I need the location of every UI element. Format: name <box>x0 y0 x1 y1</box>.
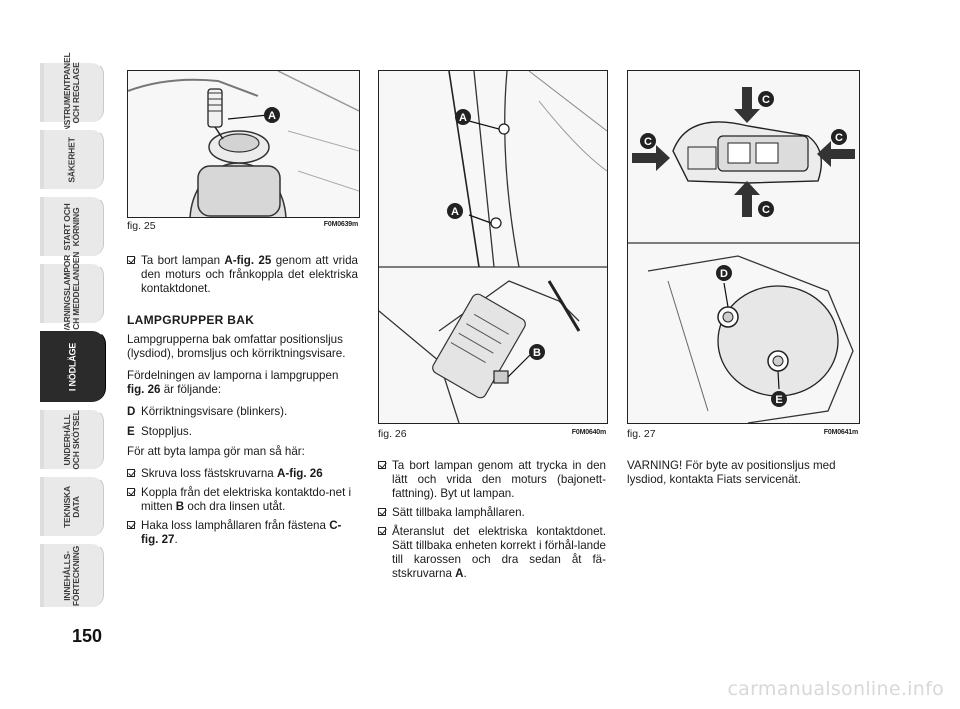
page-number: 150 <box>72 626 103 646</box>
tab-underhall[interactable]: UNDERHÅLL OCH SKÖTSEL <box>40 409 104 469</box>
callout-d: D <box>716 265 732 281</box>
column-2-text: Ta bort lampan genom att trycka in den l… <box>378 459 606 586</box>
instruction-refit-holder: Sätt tillbaka lamphållaren. <box>378 506 606 520</box>
fig26-caption: fig. 26 F0M0640m <box>378 428 606 440</box>
tab-label: INSTRUMENTPANEL OCH REGLAGE <box>61 52 81 133</box>
callout-layer: C C C C D E <box>640 91 847 407</box>
fig27-caption: fig. 27 F0M0641m <box>627 428 858 440</box>
callout-a: A <box>455 109 471 125</box>
tab-varningslampor[interactable]: VARNINGSLAMPOR OCH MEDDELANDEN <box>40 251 104 336</box>
figure-25: A <box>127 70 360 218</box>
fig26-label: fig. 26 <box>378 428 407 440</box>
checkbox-bullet-icon <box>127 469 135 477</box>
svg-text:A: A <box>451 206 459 218</box>
warning-note: VARNING! För byte av positionsljus med l… <box>627 459 836 486</box>
svg-text:D: D <box>720 268 728 280</box>
figure-27: C C C C D E <box>627 70 860 424</box>
svg-text:A: A <box>459 112 467 124</box>
callout-c: C <box>831 129 847 145</box>
tab-label: TEKNISKA DATA <box>61 485 81 528</box>
svg-text:A: A <box>268 110 276 122</box>
svg-text:C: C <box>644 136 652 148</box>
callout-a: A <box>264 107 280 123</box>
checkbox-bullet-icon <box>127 521 135 529</box>
callout-a: A <box>447 203 463 219</box>
fig25-caption: fig. 25 F0M0639m <box>127 220 358 232</box>
tab-instrumentpanel[interactable]: INSTRUMENTPANEL OCH REGLAGE <box>40 52 104 133</box>
svg-text:C: C <box>762 94 770 106</box>
fig25-label: fig. 25 <box>127 220 156 232</box>
checkbox-bullet-icon <box>378 508 386 516</box>
callout-c: C <box>758 201 774 217</box>
paragraph: Lampgrupperna bak omfattar positionsljus… <box>127 333 346 360</box>
svg-text:C: C <box>762 204 770 216</box>
callout-layer: A A B <box>447 109 545 360</box>
tab-label: INNEHÅLLS- FÖRTECKNING <box>61 545 81 606</box>
checkbox-bullet-icon <box>127 256 135 264</box>
tab-sakerhet[interactable]: SÄKERHET <box>40 129 104 189</box>
svg-text:E: E <box>775 394 782 406</box>
tab-label: START OCH KÖRNING <box>61 202 81 251</box>
fig27-code: F0M0641m <box>823 429 858 436</box>
column-1-text: Ta bort lampan A-fig. 25 genom att vrida… <box>127 254 358 552</box>
instruction-replace-bulb: Ta bort lampan genom att trycka in den l… <box>378 459 606 501</box>
callout-e: E <box>771 391 787 407</box>
callout-c: C <box>640 133 656 149</box>
callout-c: C <box>758 91 774 107</box>
fig25-code: F0M0639m <box>323 221 358 228</box>
figure-26: A A B <box>378 70 608 424</box>
checkbox-bullet-icon <box>127 488 135 496</box>
tab-innehallsforteckning[interactable]: INNEHÅLLS- FÖRTECKNING <box>40 543 104 607</box>
paragraph: Fördelningen av lamporna i lampgruppen f… <box>127 369 339 396</box>
tab-i-nodlage[interactable]: I NÖDLÄGE <box>40 330 106 402</box>
paragraph: För att byta lampa gör man så här: <box>127 445 305 458</box>
tab-label: SÄKERHET <box>66 136 76 183</box>
instruction-unscrew: Skruva loss fästskruvarna A-fig. 26 <box>127 467 358 481</box>
rear-lamp-cluster-illustration <box>379 71 607 423</box>
section-heading: LAMPGRUPPER BAK <box>127 313 255 327</box>
headlamp-bulb-illustration <box>128 71 359 217</box>
fig26-code: F0M0640m <box>571 429 606 436</box>
instruction-unhook: Haka loss lamphållaren från fästena C-fi… <box>127 519 358 547</box>
svg-text:B: B <box>533 347 541 359</box>
callout-layer: A <box>264 107 280 123</box>
checkbox-bullet-icon <box>378 461 386 469</box>
tab-label: I NÖDLÄGE <box>67 342 77 391</box>
tab-label: UNDERHÅLL OCH SKÖTSEL <box>61 409 81 470</box>
tab-start-och-korning[interactable]: START OCH KÖRNING <box>40 196 104 256</box>
instruction-reconnect: Återanslut det elektriska kontaktdonet. … <box>378 525 606 581</box>
lamp-holder-illustration <box>628 71 859 423</box>
column-3-text: VARNING! För byte av positionsljus med l… <box>627 459 858 495</box>
watermark: carmanualsonline.info <box>727 678 944 700</box>
checkbox-bullet-icon <box>378 527 386 535</box>
fig27-label: fig. 27 <box>627 428 656 440</box>
callout-b: B <box>529 344 545 360</box>
instruction-remove-bulb: Ta bort lampan A-fig. 25 genom att vrida… <box>127 254 358 296</box>
tab-label: VARNINGSLAMPOR OCH MEDDELANDEN <box>61 251 81 336</box>
instruction-disconnect: Koppla från det elektriska kontaktdo-net… <box>127 486 358 514</box>
tab-tekniska-data[interactable]: TEKNISKA DATA <box>40 476 104 536</box>
svg-text:C: C <box>835 132 843 144</box>
